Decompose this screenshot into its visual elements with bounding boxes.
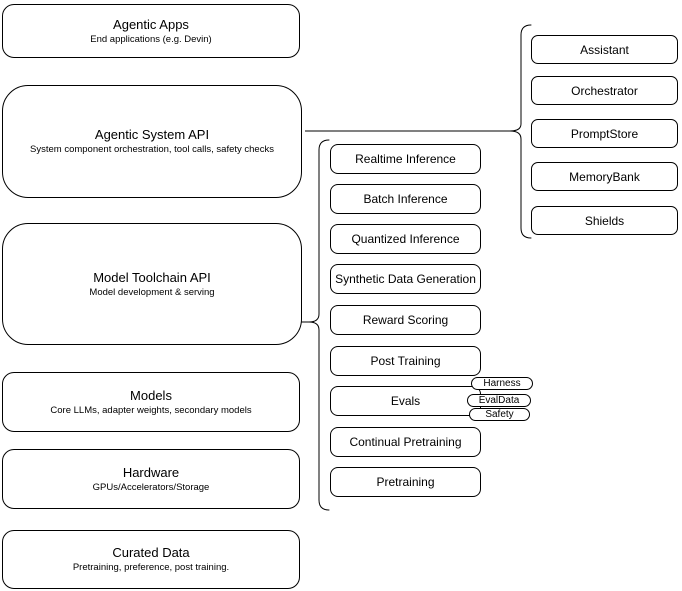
node-post-training: Post Training xyxy=(330,346,481,376)
pill-harness: Harness xyxy=(471,377,533,390)
node-curated-data: Curated Data Pretraining, preference, po… xyxy=(2,530,300,589)
toolchain-components-brace xyxy=(308,139,330,511)
node-assistant: Assistant xyxy=(531,35,678,64)
system-components-brace xyxy=(509,24,532,239)
node-subtitle: Pretraining, preference, post training. xyxy=(72,562,230,573)
node-subtitle: System component orchestration, tool cal… xyxy=(30,144,274,155)
node-label: Shields xyxy=(584,213,625,228)
pill-label: EvalData xyxy=(478,395,520,406)
node-title: Model Toolchain API xyxy=(93,269,211,285)
node-promptstore: PromptStore xyxy=(531,119,678,148)
node-label: Orchestrator xyxy=(571,83,638,98)
node-memorybank: MemoryBank xyxy=(531,162,678,191)
node-realtime-inference: Realtime Inference xyxy=(330,144,481,174)
node-label: Batch Inference xyxy=(363,192,448,206)
pill-evaldata: EvalData xyxy=(467,394,531,407)
node-title: Agentic Apps xyxy=(113,16,189,32)
node-evals: Evals xyxy=(330,386,481,416)
node-label: Synthetic Data Generation xyxy=(335,272,476,286)
node-shields: Shields xyxy=(531,206,678,235)
node-models: Models Core LLMs, adapter weights, secon… xyxy=(2,372,300,432)
node-agentic-apps: Agentic Apps End applications (e.g. Devi… xyxy=(2,4,300,58)
pill-label: Harness xyxy=(483,378,521,389)
node-reward-scoring: Reward Scoring xyxy=(330,305,481,335)
node-label: Assistant xyxy=(580,42,629,57)
node-title: Hardware xyxy=(122,464,180,480)
node-synthetic-data-generation: Synthetic Data Generation xyxy=(330,264,481,294)
node-model-toolchain-api: Model Toolchain API Model development & … xyxy=(2,223,302,345)
pill-label: Safety xyxy=(485,409,514,420)
node-label: MemoryBank xyxy=(569,169,640,184)
node-batch-inference: Batch Inference xyxy=(330,184,481,214)
node-title: Curated Data xyxy=(112,545,190,560)
pill-safety: Safety xyxy=(469,408,530,421)
node-subtitle: Core LLMs, adapter weights, secondary mo… xyxy=(50,404,252,416)
node-label: Reward Scoring xyxy=(362,313,449,327)
node-label: Continual Pretraining xyxy=(349,435,462,449)
node-quantized-inference: Quantized Inference xyxy=(330,224,481,254)
node-label: Evals xyxy=(390,394,421,408)
node-continual-pretraining: Continual Pretraining xyxy=(330,427,481,457)
node-label: Realtime Inference xyxy=(355,152,456,166)
node-agentic-system-api: Agentic System API System component orch… xyxy=(2,85,302,198)
node-subtitle: GPUs/Accelerators/Storage xyxy=(92,481,210,493)
node-label: PromptStore xyxy=(570,126,639,141)
node-subtitle: Model development & serving xyxy=(89,286,215,298)
node-label: Pretraining xyxy=(376,475,435,489)
node-subtitle: End applications (e.g. Devin) xyxy=(90,33,212,45)
node-label: Post Training xyxy=(370,354,441,368)
node-orchestrator: Orchestrator xyxy=(531,76,678,105)
node-pretraining: Pretraining xyxy=(330,467,481,497)
node-title: Agentic System API xyxy=(94,127,210,142)
node-title: Models xyxy=(130,387,172,403)
node-hardware: Hardware GPUs/Accelerators/Storage xyxy=(2,449,300,509)
node-label: Quantized Inference xyxy=(351,232,460,246)
